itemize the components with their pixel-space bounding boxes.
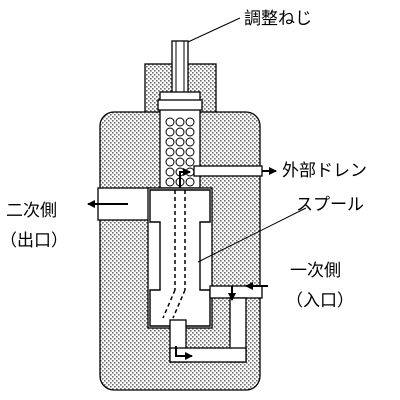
spring — [165, 117, 195, 187]
drain-passage — [193, 165, 263, 177]
label-primary-side: 一次側 — [290, 261, 341, 281]
leader-adjust-screw — [187, 17, 241, 43]
label-primary-side-sub: （入口） — [286, 291, 354, 311]
inlet-port-passage — [209, 285, 263, 299]
label-secondary-side-sub: （出口） — [0, 231, 68, 251]
flow-arrows — [87, 167, 277, 360]
label-secondary-side: 二次側 — [6, 201, 57, 221]
spool — [149, 189, 211, 327]
spool-internal-passage — [162, 190, 186, 319]
label-spool: スプール — [296, 195, 364, 215]
label-external-drain: 外部ドレン — [282, 161, 367, 181]
spring-seat — [157, 99, 203, 111]
label-adjust-screw: 調整ねじ — [244, 9, 312, 29]
leader-spool — [197, 207, 307, 263]
